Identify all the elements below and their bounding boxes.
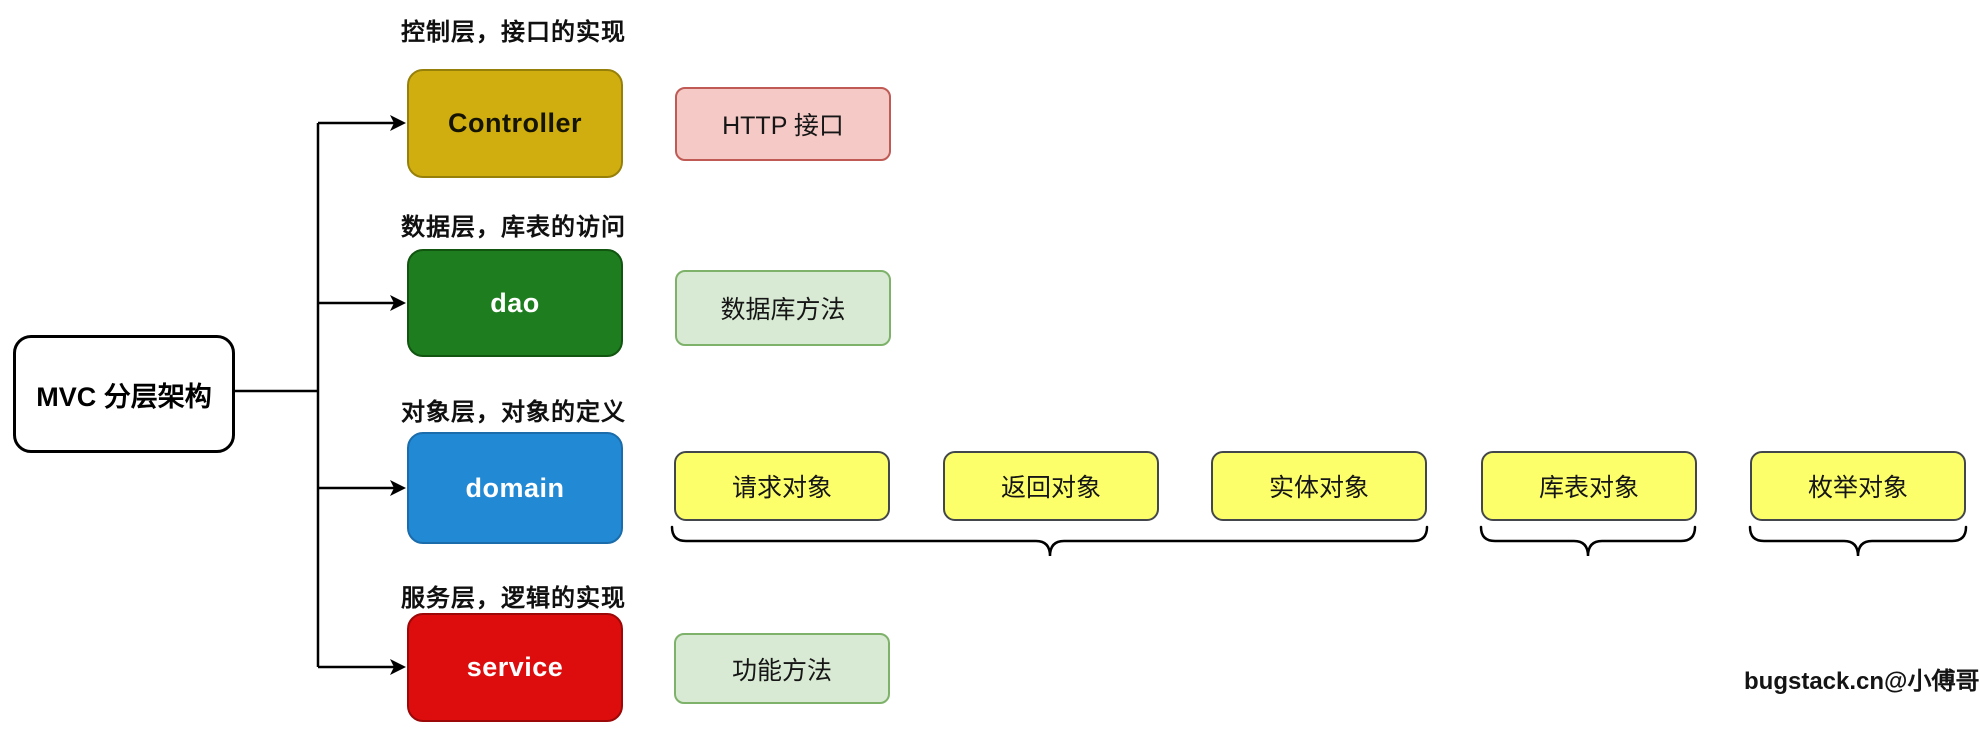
caption-service-layer: 服务层，逻辑的实现 bbox=[401, 585, 626, 612]
object-box-enum: 枚举对象 bbox=[1750, 451, 1966, 521]
arrowheads bbox=[390, 115, 406, 675]
node-dao-label: dao bbox=[490, 287, 540, 318]
arrowhead-dao-icon bbox=[390, 295, 406, 311]
object-box-response: 返回对象 bbox=[943, 451, 1159, 521]
root-node-mvc: MVC 分层架构 bbox=[13, 335, 235, 453]
annotation-database-methods: 数据库方法 bbox=[675, 270, 891, 346]
object-box-table: 库表对象 bbox=[1481, 451, 1697, 521]
underbrace-table-object bbox=[1479, 525, 1697, 557]
caption-controller-layer: 控制层，接口的实现 bbox=[401, 19, 626, 46]
node-service-label: service bbox=[466, 652, 564, 682]
arrowhead-domain-icon bbox=[390, 480, 406, 496]
object-box-request: 请求对象 bbox=[674, 451, 890, 521]
underbrace-request-return-entity bbox=[670, 525, 1429, 557]
node-controller: Controller bbox=[407, 69, 623, 178]
node-dao: dao bbox=[407, 249, 623, 357]
arrowhead-service-icon bbox=[390, 659, 406, 675]
underbraces bbox=[670, 525, 1968, 557]
root-node-label: MVC 分层架构 bbox=[36, 381, 212, 412]
node-controller-label: Controller bbox=[447, 108, 582, 138]
arrowhead-controller-icon bbox=[390, 115, 406, 131]
node-domain: domain bbox=[407, 432, 623, 544]
object-box-entity: 实体对象 bbox=[1211, 451, 1427, 521]
watermark-credit: bugstack.cn@小傅哥 bbox=[1744, 668, 1980, 695]
annotation-function-methods: 功能方法 bbox=[674, 633, 890, 704]
annotation-http-interface: HTTP 接口 bbox=[675, 87, 891, 161]
underbrace-enum-object bbox=[1748, 525, 1968, 557]
caption-domain-layer: 对象层，对象的定义 bbox=[401, 399, 626, 426]
node-service: service bbox=[407, 613, 623, 722]
node-domain-label: domain bbox=[465, 472, 565, 503]
connector-tree bbox=[231, 121, 394, 669]
caption-dao-layer: 数据层，库表的访问 bbox=[401, 214, 626, 241]
